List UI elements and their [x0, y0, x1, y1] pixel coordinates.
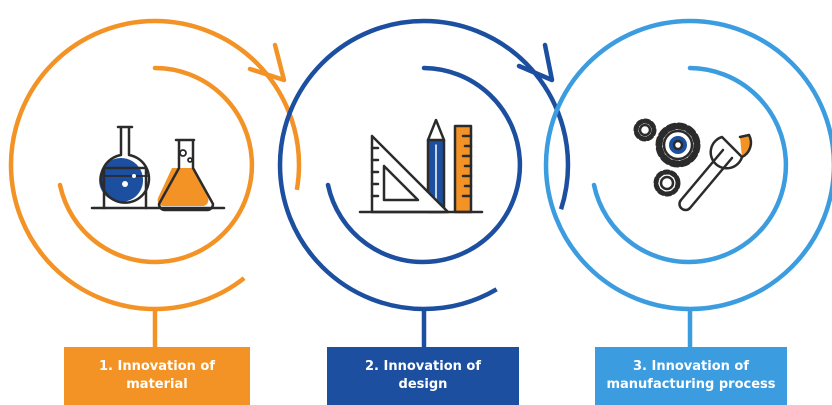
step-3-outer-ring	[543, 18, 832, 312]
step-2-outer-ring	[277, 18, 571, 312]
step-1-label-line1: 1. Innovation of	[98, 359, 215, 374]
step-2-label-line2: design	[398, 377, 448, 392]
step-2-label-line1: 2. Innovation of	[364, 359, 481, 374]
gears-wrench-icon	[633, 118, 753, 212]
ruler-pencil-triangle-icon	[358, 118, 484, 214]
step-2-label-box: 2. Innovation of design	[327, 347, 519, 405]
step-1-label-line2: material	[126, 377, 188, 392]
step-2-inner-arc	[325, 65, 523, 265]
step-1-inner-arc	[57, 65, 255, 265]
step-3-label-line2: manufacturing process	[606, 377, 776, 392]
laboratory-flasks-icon	[90, 125, 226, 212]
step-1-graphic	[8, 18, 302, 347]
step-2-arrowhead	[516, 42, 555, 83]
step-1-arrowhead	[247, 42, 287, 83]
step-3-label-line1: 3. Innovation of	[632, 359, 749, 374]
step-3-label-box: 3. Innovation of manufacturing process	[595, 347, 787, 405]
step-3-inner-arc	[591, 65, 789, 265]
step-1-label-box: 1. Innovation of material	[64, 347, 250, 405]
step-2-graphic	[277, 18, 571, 347]
step-3-graphic	[543, 18, 832, 347]
step-1-outer-ring	[8, 18, 302, 312]
